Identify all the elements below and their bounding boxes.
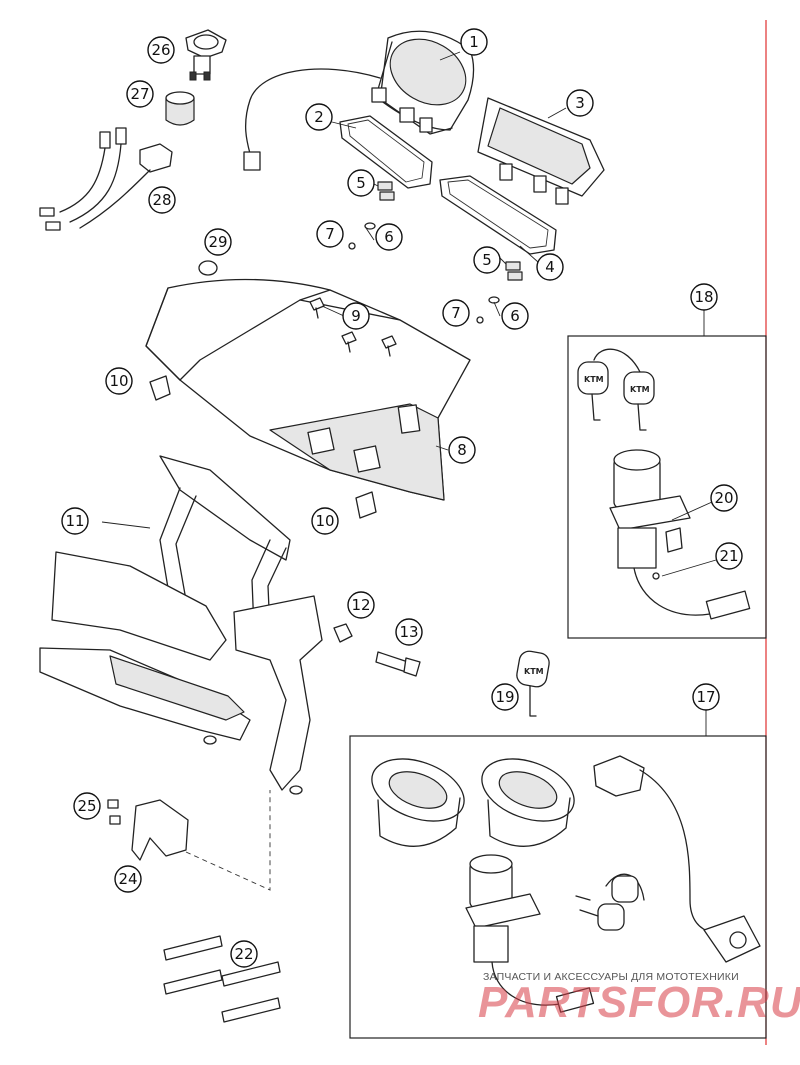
callout-2: 2 bbox=[305, 103, 333, 131]
svg-text:17: 17 bbox=[696, 688, 715, 706]
svg-text:19: 19 bbox=[495, 688, 514, 706]
callout-4: 4 bbox=[536, 253, 564, 281]
part-24-bracket-plate bbox=[131, 799, 189, 861]
part-3-display-unit bbox=[477, 97, 605, 205]
part-12-nut bbox=[333, 623, 353, 643]
part-10-clips bbox=[149, 375, 377, 519]
svg-text:25: 25 bbox=[77, 797, 96, 815]
callout-25: 25 bbox=[73, 792, 101, 820]
svg-text:9: 9 bbox=[351, 307, 361, 325]
callout-19: 19 bbox=[491, 683, 519, 711]
part-17-keys bbox=[575, 873, 645, 931]
svg-text:24: 24 bbox=[118, 870, 137, 888]
svg-text:28: 28 bbox=[152, 191, 171, 209]
svg-text:18: 18 bbox=[694, 288, 713, 306]
part-25-screws bbox=[107, 799, 121, 825]
svg-text:5: 5 bbox=[482, 251, 492, 269]
callout-11: 11 bbox=[61, 507, 89, 535]
part-17-fuel-caps bbox=[371, 758, 575, 847]
part-27-cap bbox=[165, 91, 195, 126]
part-20-ignition-lock bbox=[609, 449, 751, 620]
svg-text:7: 7 bbox=[325, 225, 335, 243]
callout-28: 28 bbox=[148, 186, 176, 214]
part-2-gasket bbox=[339, 115, 433, 189]
callout-24: 24 bbox=[114, 865, 142, 893]
svg-text:6: 6 bbox=[384, 228, 394, 246]
part-19-key: KTM bbox=[516, 650, 550, 717]
callout-8: 8 bbox=[448, 436, 476, 464]
callout-26: 26 bbox=[147, 36, 175, 64]
callout-29: 29 bbox=[204, 228, 232, 256]
svg-text:5: 5 bbox=[356, 174, 366, 192]
part-26-socket bbox=[185, 29, 227, 81]
key-logo-1: KTM bbox=[584, 375, 604, 384]
svg-text:4: 4 bbox=[545, 258, 555, 276]
callout-6b: 6 bbox=[501, 302, 529, 330]
svg-text:26: 26 bbox=[151, 41, 170, 59]
group-18-box bbox=[567, 335, 767, 639]
callout-12: 12 bbox=[347, 591, 375, 619]
svg-text:6: 6 bbox=[510, 307, 520, 325]
watermark-caption: ЗАПЧАСТИ И АКСЕССУАРЫ ДЛЯ МОТОТЕХНИКИ bbox=[483, 971, 739, 983]
callout-17: 17 bbox=[692, 683, 720, 711]
callout-18: 18 bbox=[690, 283, 718, 311]
callout-7: 7 bbox=[316, 220, 344, 248]
watermark-logo: PARTSFOR.RU bbox=[478, 978, 800, 1027]
callout-10: 10 bbox=[105, 367, 133, 395]
key-logo-2: KTM bbox=[630, 385, 650, 394]
part-1-speedometer bbox=[243, 30, 475, 171]
assembly-line bbox=[185, 790, 271, 891]
part-13-bolt bbox=[375, 651, 421, 677]
parts-5-6-7-upper bbox=[348, 181, 395, 250]
callout-22: 22 bbox=[230, 940, 258, 968]
callout-5b: 5 bbox=[473, 246, 501, 274]
svg-text:22: 22 bbox=[234, 945, 253, 963]
callout-1: 1 bbox=[460, 28, 488, 56]
part-8-headlight-mask bbox=[145, 260, 471, 501]
svg-text:1: 1 bbox=[469, 33, 479, 51]
part-9-screws bbox=[309, 297, 397, 357]
svg-text:21: 21 bbox=[719, 547, 738, 565]
part-18-keys: KTM KTM bbox=[577, 348, 655, 431]
callout-10b: 10 bbox=[311, 507, 339, 535]
callout-20: 20 bbox=[710, 484, 738, 512]
callout-9: 9 bbox=[342, 302, 370, 330]
part-28-harness bbox=[39, 127, 173, 231]
svg-text:11: 11 bbox=[65, 512, 84, 530]
callout-7b: 7 bbox=[442, 299, 470, 327]
callout-21: 21 bbox=[715, 542, 743, 570]
part-22-rubbers bbox=[163, 935, 281, 1023]
part-4-gasket bbox=[439, 175, 557, 255]
callout-13: 13 bbox=[395, 618, 423, 646]
svg-text:20: 20 bbox=[714, 489, 733, 507]
callout-5: 5 bbox=[347, 169, 375, 197]
svg-text:2: 2 bbox=[314, 108, 324, 126]
svg-text:7: 7 bbox=[451, 304, 461, 322]
part-11-bracket bbox=[39, 455, 323, 795]
svg-text:3: 3 bbox=[575, 94, 585, 112]
svg-text:10: 10 bbox=[315, 512, 334, 530]
part-17-lock-cylinder bbox=[465, 854, 595, 1013]
key-logo-3: KTM bbox=[524, 667, 544, 676]
callout-27: 27 bbox=[126, 80, 154, 108]
svg-text:12: 12 bbox=[351, 596, 370, 614]
callout-6: 6 bbox=[375, 223, 403, 251]
group-17-box bbox=[349, 735, 767, 1039]
callout-3: 3 bbox=[566, 89, 594, 117]
svg-text:8: 8 bbox=[457, 441, 467, 459]
svg-text:10: 10 bbox=[109, 372, 128, 390]
part-17-switch bbox=[593, 755, 761, 963]
svg-text:27: 27 bbox=[130, 85, 149, 103]
svg-text:13: 13 bbox=[399, 623, 418, 641]
svg-text:29: 29 bbox=[208, 233, 227, 251]
